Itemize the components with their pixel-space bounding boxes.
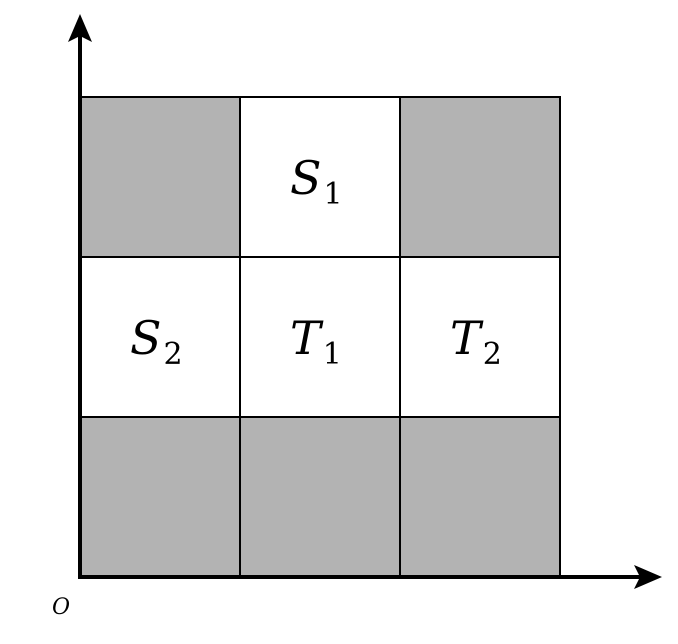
cell-label-letter: T [450, 311, 484, 365]
cell-label-subscript: 2 [483, 337, 502, 372]
cell-background [400, 257, 560, 417]
cell-background [240, 97, 400, 257]
cell-background [240, 417, 400, 577]
cell-background [80, 97, 240, 257]
y-axis-arrow-icon [68, 14, 92, 42]
shaded-cell [79, 416, 241, 578]
cell-label-subscript: 1 [323, 337, 342, 372]
cell-label: S1 [290, 151, 343, 212]
cell-background [240, 257, 400, 417]
cell-background [400, 97, 560, 257]
cell-background [80, 417, 240, 577]
cell-label-letter: S [130, 311, 162, 365]
region-cell: T2 [399, 256, 561, 418]
cell-label-subscript: 1 [324, 177, 343, 212]
region-cell: T1 [239, 256, 401, 418]
shaded-cell [399, 416, 561, 578]
shaded-cell [399, 96, 561, 258]
cell-background [400, 417, 560, 577]
shaded-cell [239, 416, 401, 578]
cell-label-subscript: 2 [164, 337, 183, 372]
cell-label: S2 [130, 311, 183, 372]
cell-label: T1 [290, 311, 342, 372]
region-cell: S2 [79, 256, 241, 418]
cell-label: T2 [450, 311, 502, 372]
cell-label-letter: T [290, 311, 324, 365]
x-axis-arrow-icon [634, 565, 662, 589]
shaded-cell [79, 96, 241, 258]
cell-background [80, 257, 240, 417]
origin-label: O [52, 595, 70, 620]
cell-label-letter: S [290, 151, 322, 205]
region-cell: S1 [239, 96, 401, 258]
